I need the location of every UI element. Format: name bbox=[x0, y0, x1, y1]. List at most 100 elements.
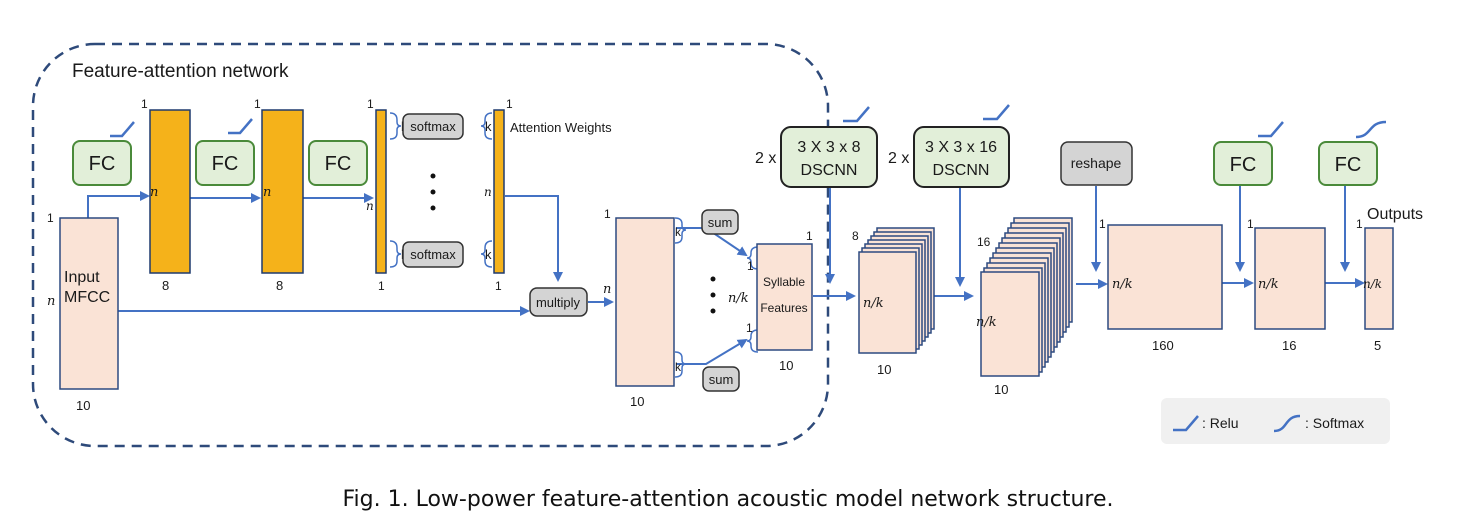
brace-syllable-top bbox=[746, 246, 759, 270]
b3-dim-n: n bbox=[366, 199, 374, 213]
dscnn16-box bbox=[913, 126, 1010, 188]
d16-dim-channels: 16 bbox=[977, 235, 991, 249]
b3-dim-bottom: 1 bbox=[378, 279, 385, 293]
sum-label-top: sum bbox=[708, 215, 733, 230]
ellipsis-dot bbox=[430, 205, 436, 211]
arrow-input-fc bbox=[87, 191, 150, 218]
fc-label-1: FC bbox=[89, 153, 116, 175]
legend-relu: : Relu bbox=[1202, 415, 1239, 431]
relu-icon bbox=[1258, 121, 1284, 138]
fc-box-1 bbox=[72, 140, 132, 186]
brace-sum-bottom bbox=[674, 351, 687, 378]
flatten-block-160 bbox=[1107, 224, 1223, 330]
fc-box-5 bbox=[1318, 141, 1378, 186]
feature-attention-region bbox=[31, 42, 830, 448]
syllable-features-block bbox=[756, 243, 813, 351]
b2-dim-top: 1 bbox=[254, 97, 261, 111]
section-title: Feature-attention network bbox=[72, 61, 289, 82]
attention-weights-label: Attention Weights bbox=[510, 120, 612, 135]
relu-icon bbox=[983, 104, 1010, 121]
d8-dim-channels: 8 bbox=[852, 229, 859, 243]
relu-icon bbox=[228, 118, 253, 135]
fc-label-3: FC bbox=[325, 153, 352, 175]
sf-dim-bottom: 10 bbox=[779, 358, 793, 373]
multiply-label: multiply bbox=[536, 295, 581, 310]
brace-left-bottom bbox=[389, 240, 402, 268]
dscnn16-repeat: 2 x bbox=[888, 150, 909, 167]
dscnn8-line1: 3 X 3 x 8 bbox=[797, 139, 860, 156]
relu-icon bbox=[1173, 415, 1199, 432]
sf-dim-mid: 1 bbox=[746, 321, 753, 335]
b1-dim-n: n bbox=[150, 185, 158, 200]
dscnn16-line1: 3 X 3 x 16 bbox=[925, 139, 997, 156]
fc-label-5: FC bbox=[1335, 154, 1362, 176]
attention-weights-block bbox=[493, 109, 505, 274]
aw-dim-bottom: 1 bbox=[495, 279, 502, 293]
b1-dim-top: 1 bbox=[141, 97, 148, 111]
syllable-label: Syllable bbox=[763, 275, 805, 289]
d16b-dim-top: 1 bbox=[1247, 217, 1254, 231]
f160-dim-nk: n/k bbox=[1112, 277, 1133, 292]
input-dim-top: 1 bbox=[47, 211, 54, 225]
sum-label-bottom: sum bbox=[709, 372, 734, 387]
d16-dim-nk: n/k bbox=[976, 315, 997, 330]
wf-dim-bottom: 10 bbox=[630, 394, 644, 409]
weighted-feature-block bbox=[615, 217, 675, 387]
ellipsis-dot bbox=[430, 189, 436, 195]
b2-dim-n: n bbox=[263, 185, 271, 200]
k-right-top: k bbox=[485, 119, 492, 134]
figure-caption: Fig. 1. Low-power feature-attention acou… bbox=[343, 487, 1114, 512]
d8-dim-nk: n/k bbox=[863, 296, 884, 311]
arrow-sum-bottom bbox=[676, 338, 748, 365]
k-sum-top: k bbox=[675, 225, 682, 239]
brace-right-bottom bbox=[480, 240, 493, 268]
d8-dim-bottom: 10 bbox=[877, 362, 891, 377]
arrow-att-multiply bbox=[505, 195, 563, 282]
reshape-box bbox=[1060, 141, 1133, 186]
d16b-dim-bottom: 16 bbox=[1282, 338, 1296, 353]
f160-dim-top: 1 bbox=[1099, 217, 1106, 231]
dscnn8-stack bbox=[858, 227, 935, 354]
softmax-icon bbox=[1273, 414, 1301, 433]
fc-label-4: FC bbox=[1230, 154, 1257, 176]
brace-syllable-bottom bbox=[746, 329, 759, 353]
sum-box-top bbox=[701, 209, 739, 235]
reshape-label: reshape bbox=[1071, 155, 1122, 171]
d16-dim-bottom: 10 bbox=[994, 382, 1008, 397]
dscnn8-line2: DSCNN bbox=[801, 162, 858, 179]
aw-dim-top: 1 bbox=[506, 97, 513, 111]
dscnn16-stack bbox=[980, 217, 1073, 377]
ellipsis-dot bbox=[430, 173, 436, 179]
legend-softmax: : Softmax bbox=[1305, 415, 1364, 431]
hidden-block-3 bbox=[375, 109, 387, 274]
input-dim-n: n bbox=[47, 294, 55, 309]
features-label: Features bbox=[760, 301, 807, 315]
k-right-bottom: k bbox=[485, 247, 492, 262]
k-sum-bottom: k bbox=[675, 360, 682, 374]
d8-dim-top: 1 bbox=[806, 229, 813, 243]
b2-dim-bottom: 8 bbox=[276, 278, 283, 293]
legend-box bbox=[1161, 398, 1390, 444]
hidden-block-1 bbox=[149, 109, 191, 274]
dscnn16-line2: DSCNN bbox=[933, 162, 990, 179]
hidden-block-2 bbox=[261, 109, 304, 274]
ellipsis-dot bbox=[710, 292, 716, 298]
ellipsis-dot bbox=[710, 276, 716, 282]
brace-left-top bbox=[389, 112, 402, 140]
out-dim-top: 1 bbox=[1356, 217, 1363, 231]
output-block-5 bbox=[1364, 227, 1394, 330]
input-label: Input bbox=[64, 269, 100, 286]
outputs-label: Outputs bbox=[1367, 206, 1423, 223]
d16b-dim-nk: n/k bbox=[1258, 277, 1279, 292]
softmax-label-top: softmax bbox=[410, 119, 456, 134]
dense-block-16 bbox=[1254, 227, 1326, 330]
wf-dim-top: 1 bbox=[604, 207, 611, 221]
softmax-box-top bbox=[402, 113, 464, 140]
relu-icon bbox=[843, 106, 870, 123]
brace-sum-top bbox=[674, 217, 687, 244]
sf-dim-top: 1 bbox=[747, 259, 754, 273]
out-dim-bottom: 5 bbox=[1374, 338, 1381, 353]
b3-dim-top: 1 bbox=[367, 97, 374, 111]
arrows bbox=[87, 185, 1365, 365]
dscnn8-repeat: 2 x bbox=[755, 150, 776, 167]
